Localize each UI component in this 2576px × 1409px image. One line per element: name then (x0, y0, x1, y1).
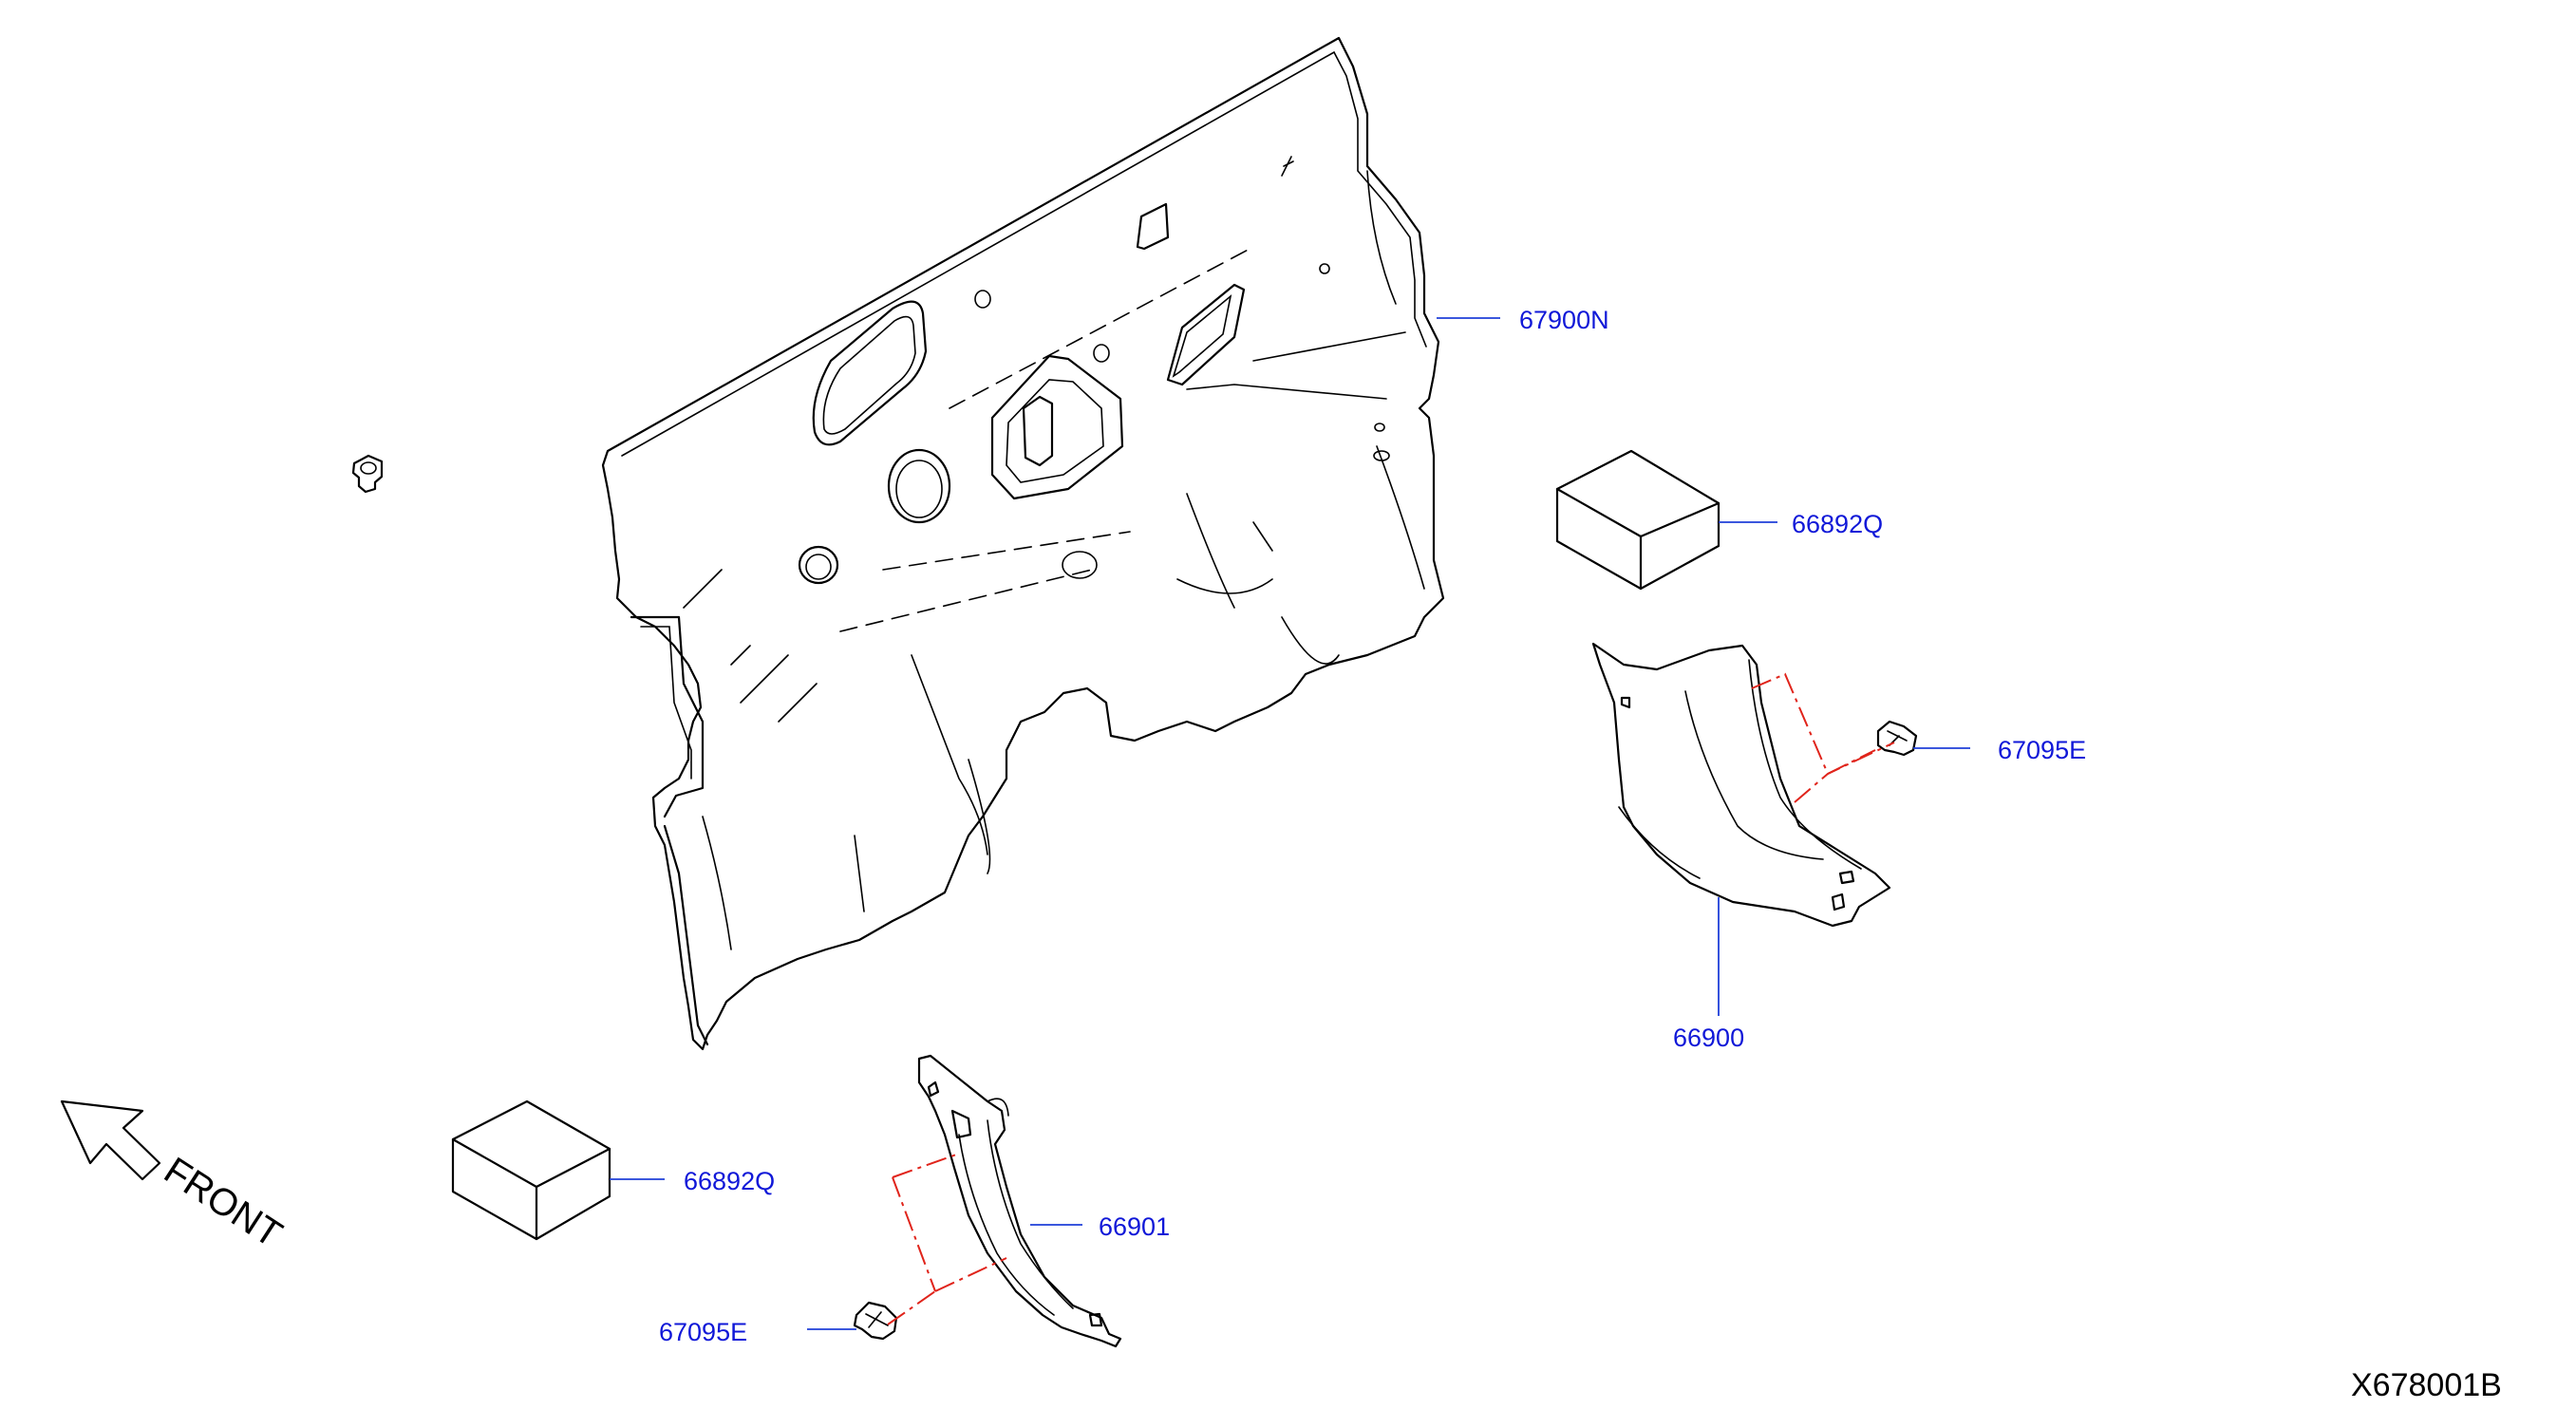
pad-lower-part[interactable] (451, 1099, 611, 1241)
grommet-clip-part[interactable] (351, 454, 384, 494)
phantom-lines (887, 672, 1895, 1325)
front-arrow-icon (60, 1099, 161, 1181)
front-direction-label: FRONT (157, 1150, 290, 1256)
pad-upper-part[interactable] (1555, 449, 1720, 591)
clip-lower-part[interactable] (853, 1301, 898, 1341)
leader-lines (610, 317, 1970, 1330)
callout-66892Q-upper[interactable]: 66892Q (1792, 510, 1883, 538)
callout-67095E-lower[interactable]: 67095E (659, 1318, 747, 1346)
callout-67900N[interactable]: 67900N (1519, 306, 1609, 334)
callout-66892Q-lower[interactable]: 66892Q (684, 1167, 775, 1195)
clip-upper-part[interactable] (1876, 720, 1918, 757)
diagram-reference-code: X678001B (2351, 1367, 2502, 1403)
dash-insulator-part[interactable] (601, 36, 1445, 1051)
callout-66900[interactable]: 66900 (1673, 1024, 1744, 1052)
callout-66901[interactable]: 66901 (1099, 1212, 1170, 1241)
kicking-plate-lh-part[interactable] (917, 1054, 1122, 1348)
callout-67095E-upper[interactable]: 67095E (1998, 736, 2086, 764)
kicking-plate-rh-part[interactable] (1591, 642, 1891, 928)
